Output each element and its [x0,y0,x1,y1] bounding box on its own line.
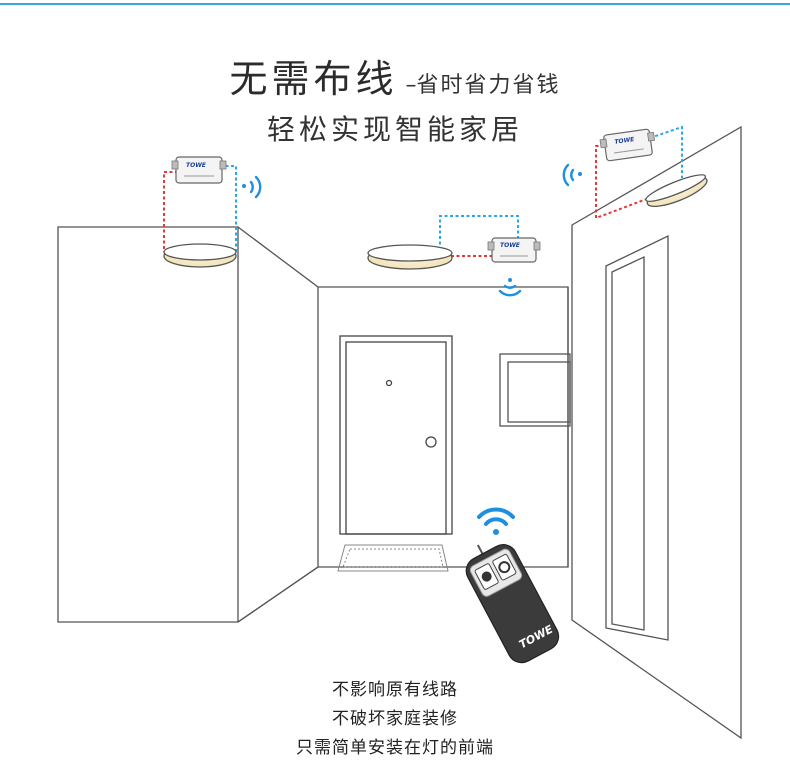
wall-panel [499,353,571,427]
title-dash: – [405,73,417,98]
ceiling-lamp-icon [367,244,453,270]
room-walls [57,125,742,740]
receiver-module-icon: TOWE [599,128,656,162]
remote-control-icon: TOWE [465,544,560,664]
receiver-module-icon: TOWE [487,237,541,263]
receiver-logo: TOWE [614,136,636,146]
doormat [337,544,449,572]
tagline: 省时省力省钱 [416,73,561,98]
ceiling-lamp-icon [163,243,237,268]
wifi-signal-icon [477,507,515,535]
page-subtitle: 轻松实现智能家居 [266,113,523,146]
wifi-signal-icon [242,175,262,199]
feature-item: 不影响原有线路 [332,680,458,700]
feature-item: 不破坏家庭装修 [332,709,458,729]
receiver-logo: TOWE [186,162,207,169]
feature-list: 不影响原有线路 不破坏家庭装修 只需简单安装在灯的前端 [0,676,790,763]
receiver-module-icon: TOWE [171,156,227,184]
front-door [339,335,453,535]
wifi-signal-icon [498,278,522,297]
ceiling-lamp-icon [645,174,708,208]
receiver-logo: TOWE [500,242,521,249]
wiring [163,125,683,257]
top-accent-line [0,3,790,5]
feature-item: 只需简单安装在灯的前端 [296,738,494,758]
headline: 无需布线–省时省力省钱 [0,48,790,103]
page-title: 无需布线 [229,57,398,101]
wifi-signal-icon [562,163,582,187]
side-door [605,234,669,641]
